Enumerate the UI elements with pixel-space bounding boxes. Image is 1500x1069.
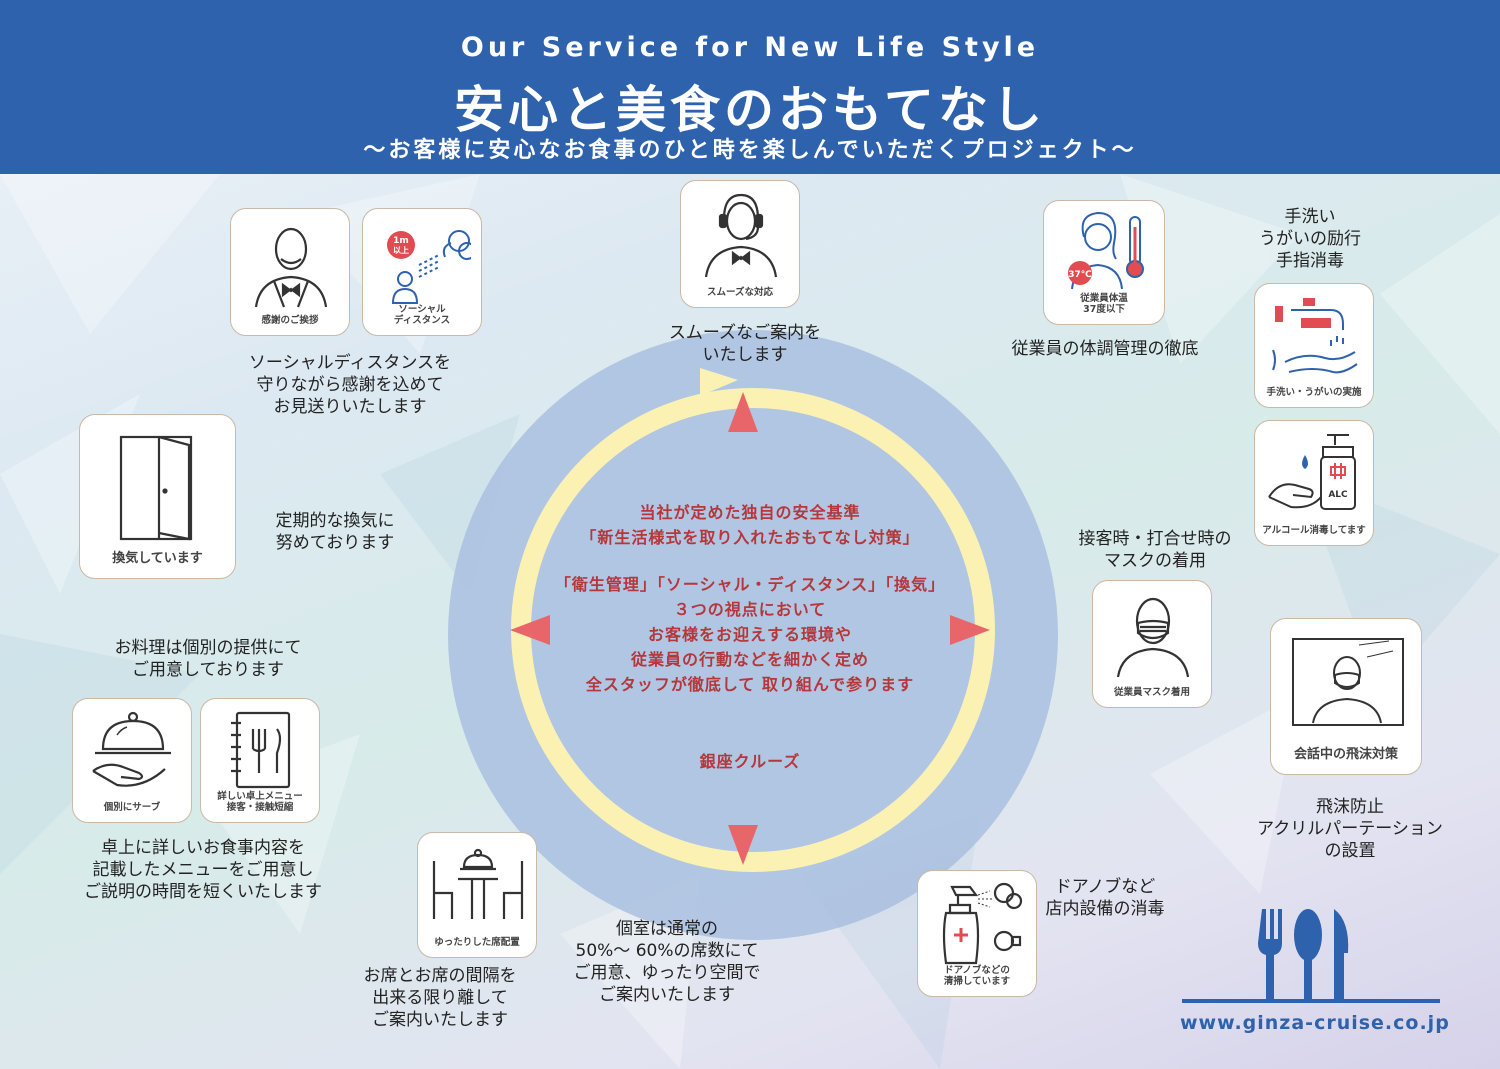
caption-seating: お席とお席の間隔を出来る限り離してご案内いたします [363,966,517,1030]
faucet-handwash-icon [1272,298,1358,374]
card-partition: 会話中の飛沫対策 [1270,618,1422,775]
caption-health: 従業員の体調管理の徹底 [1011,339,1199,359]
caption-partition: 飛沫防止アクリルパーテーションの設置 [1257,797,1443,861]
headset-staff-icon [704,193,778,278]
card-alcohol: ALC アルコール消毒してます [1254,420,1374,546]
caption-ventilation: 定期的な換気に努めております [275,511,395,553]
card-serve: 個別にサーブ [72,698,192,823]
caption-menu: 卓上に詳しいお食事内容を記載したメニューをご用意しご説明の時間を短くいたします [84,838,322,902]
card-menu: 詳しい卓上メニュー接客・接触短縮 [200,698,320,823]
social-distance-icon: 1m 以上 [387,230,471,304]
acrylic-partition-icon [1292,638,1404,726]
menu-book-icon [231,711,291,789]
english-title: Our Service for New Life Style [460,32,1040,63]
caption-dish: お料理は個別の提供にてご用意しております [114,638,302,680]
spray-bottle-icon [942,882,1023,965]
thermometer-icon: 37℃ [1068,211,1144,290]
card-smooth-service: スムーズな対応 [680,180,800,308]
card-social-distance: 1m 以上 ソーシャルディスタンス [362,208,482,336]
page-title: 安心と美食のおもてなし [454,81,1046,139]
svg-text:1m: 1m [393,236,409,246]
card-doorknob: ドアノブなどの清掃しています [917,870,1037,997]
table-chairs-icon [432,848,524,919]
website-link[interactable]: www.ginza-cruise.co.jp [1180,1012,1450,1034]
header-banner: Our Service for New Life Style 安心と美食のおもて… [0,0,1500,174]
cloche-serving-icon [92,711,171,787]
cutlery-logo-icon [1182,909,1440,1003]
svg-text:37℃: 37℃ [1068,270,1092,280]
caption-social: ソーシャルディスタンスを守りながら感謝を込めてお見送りいたします [248,353,452,417]
sanitizer-bottle-icon: ALC [1268,434,1356,510]
card-mask: 従業員マスク着用 [1092,580,1212,708]
arrow-bottom [728,825,758,865]
brand-name: 銀座クルーズ [699,752,801,771]
bowing-staff-icon [254,227,328,308]
ring-arrowhead [700,368,738,396]
caption-doorknob: ドアノブなど店内設備の消毒 [1045,877,1165,919]
caption-mask: 接客時・打合せ時のマスクの着用 [1078,529,1232,571]
card-seating: ゆったりした席配置 [417,832,537,958]
svg-text:以上: 以上 [393,245,409,255]
arrow-left [510,615,550,645]
caption-wash: 手洗いうがいの励行手指消毒 [1259,207,1361,271]
card-greeting: 感謝のご挨拶 [230,208,350,336]
open-door-icon [119,435,193,541]
safety-standard-text: 当社が定めた独自の安全基準 「新生活様式を取り入れたおもてなし対策」 「衛生管理… [554,503,946,694]
svg-text:ALC: ALC [1328,490,1348,500]
masked-staff-icon [1116,597,1190,678]
card-handwash: 手洗い・うがいの実施 [1254,283,1374,408]
arrow-top [728,392,758,432]
arrow-right [950,615,990,645]
page-subtitle: ～お客様に安心なお食事のひと時を楽しんでいただくプロジェクト～ [363,138,1137,163]
caption-smooth: スムーズなご案内をいたします [668,323,822,365]
card-ventilation: 換気しています [79,414,236,579]
